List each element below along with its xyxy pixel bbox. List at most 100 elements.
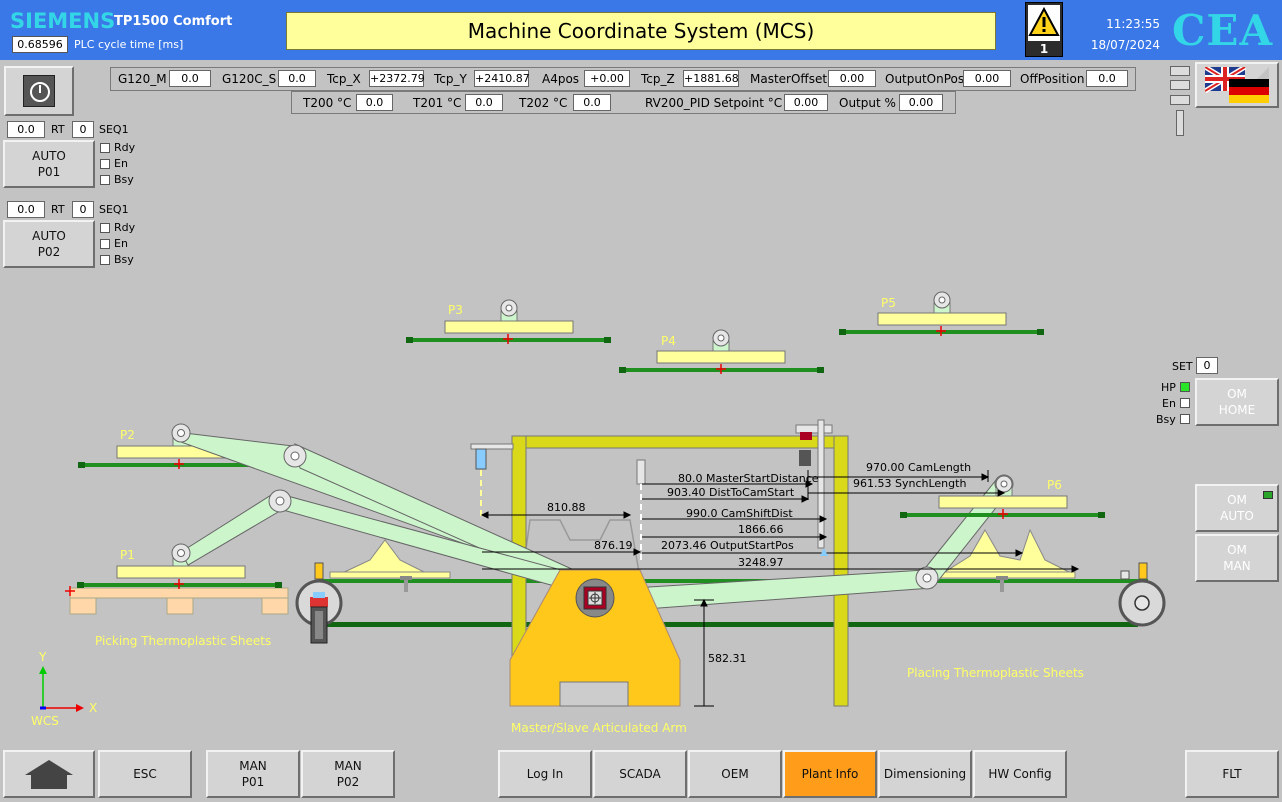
set-value: 0 xyxy=(1196,357,1218,374)
value-label: T201 °C xyxy=(413,96,462,110)
power-button[interactable] xyxy=(4,66,74,116)
hp-indicator xyxy=(1180,382,1190,392)
rt-value: 0 xyxy=(72,201,94,218)
dim-1866: 1866.66 xyxy=(738,523,784,536)
language-button[interactable] xyxy=(1195,62,1279,108)
t200-field: 0.0 xyxy=(356,94,393,111)
dim-cam-length: 970.00 CamLength xyxy=(866,461,972,474)
page-title: Machine Coordinate System (MCS) xyxy=(286,12,996,50)
scada-button[interactable]: SCADA xyxy=(593,750,687,798)
t201-field: 0.0 xyxy=(465,94,503,111)
value-label: Tcp_Z xyxy=(641,72,675,86)
button-label: OM xyxy=(1227,387,1247,401)
label-p6: P6 xyxy=(1047,478,1062,492)
seq-label: SEQ1 xyxy=(99,123,129,136)
button-label: AUTO xyxy=(32,229,66,243)
off-position-field: 0.0 xyxy=(1086,70,1128,87)
t202-field: 0.0 xyxy=(573,94,611,111)
dim-810: 810.88 xyxy=(547,501,586,514)
button-label: AUTO xyxy=(1220,509,1254,523)
oem-button[interactable]: OEM xyxy=(688,750,782,798)
value-label: T200 °C xyxy=(303,96,352,110)
value-label: G120C_S xyxy=(222,72,277,86)
g120m-field: 0.0 xyxy=(169,70,211,87)
dim-3248: 3248.97 xyxy=(738,556,784,569)
status-led xyxy=(1170,66,1190,76)
hp-label: HP xyxy=(1161,381,1176,394)
warning-icon xyxy=(1028,5,1060,41)
label-p1: P1 xyxy=(120,548,135,562)
flag-label: Bsy xyxy=(114,253,134,266)
hw-config-button[interactable]: HW Config xyxy=(973,750,1067,798)
label-p3: P3 xyxy=(448,303,463,317)
plant-info-button[interactable]: Plant Info xyxy=(783,750,877,798)
alarm-indicator[interactable]: 1 xyxy=(1025,2,1063,57)
label-wcs: WCS xyxy=(31,714,59,728)
flag-label: En xyxy=(114,157,128,170)
dimension-lines xyxy=(480,470,1080,707)
label-p4: P4 xyxy=(661,334,676,348)
rv200-setpoint-field: 0.00 xyxy=(784,94,828,111)
button-label: MAN xyxy=(334,759,362,773)
home-button[interactable] xyxy=(3,750,95,798)
flag-label: En xyxy=(114,237,128,250)
button-label: HOME xyxy=(1218,403,1256,417)
login-button[interactable]: Log In xyxy=(498,750,592,798)
brand-logo: SIEMENS xyxy=(10,9,116,33)
button-label: MAN xyxy=(1223,559,1251,573)
value-label: MasterOffset xyxy=(750,72,828,86)
auto-p02-button[interactable]: AUTO P02 xyxy=(3,220,95,268)
g120cs-field: 0.0 xyxy=(278,70,316,87)
man-p02-button[interactable]: MAN P02 xyxy=(301,750,395,798)
button-label: MAN xyxy=(239,759,267,773)
value-label: Output % xyxy=(839,96,896,110)
rdy-checkbox xyxy=(100,143,110,153)
label-arm: Master/Slave Articulated Arm xyxy=(511,721,687,735)
company-logo: CEA xyxy=(1172,6,1274,55)
man-p01-button[interactable]: MAN P01 xyxy=(206,750,300,798)
set-label: SET xyxy=(1172,360,1193,373)
panel-model: TP1500 Comfort xyxy=(114,14,233,29)
om-auto-led xyxy=(1263,491,1273,499)
heater-left xyxy=(329,539,451,592)
om-auto-button[interactable]: OM AUTO xyxy=(1195,484,1279,532)
arm-base xyxy=(509,569,681,707)
pallet-p1 xyxy=(65,555,289,615)
label-p5: P5 xyxy=(881,296,896,310)
label-placing: Placing Thermoplastic Sheets xyxy=(907,666,1084,680)
om-home-button[interactable]: OM HOME xyxy=(1195,378,1279,426)
om-man-button[interactable]: OM MAN xyxy=(1195,534,1279,582)
dim-height: 582.31 xyxy=(708,652,747,665)
output-pct-field: 0.00 xyxy=(899,94,943,111)
dim-cam-shift: 990.0 CamShiftDist xyxy=(686,507,793,520)
button-label: AUTO xyxy=(32,149,66,163)
en-checkbox xyxy=(100,159,110,169)
value-label: OutputOnPos xyxy=(885,72,965,86)
button-label: OM xyxy=(1227,493,1247,507)
value-label: T202 °C xyxy=(519,96,568,110)
label-p2: P2 xyxy=(120,428,135,442)
dim-master-start: 80.0 MasterStartDistance xyxy=(678,472,819,485)
button-label: P01 xyxy=(37,165,61,179)
station-value: 0.0 xyxy=(7,201,45,218)
label-picking: Picking Thermoplastic Sheets xyxy=(95,634,272,648)
seq-label: SEQ1 xyxy=(99,203,129,216)
master-offset-field: 0.00 xyxy=(828,70,876,87)
value-label: G120_M xyxy=(118,72,167,86)
wcs-axes xyxy=(39,666,84,712)
status-led xyxy=(1170,95,1190,105)
auto-p01-button[interactable]: AUTO P01 xyxy=(3,140,95,188)
tcp-x-field: +2372.79 xyxy=(369,70,425,87)
dimensioning-button[interactable]: Dimensioning xyxy=(878,750,972,798)
dim-876: 876.19 xyxy=(594,539,633,552)
label-axis-y: Y xyxy=(39,650,47,664)
en-indicator xyxy=(1180,398,1190,408)
status-led xyxy=(1170,80,1190,90)
bsy-indicator xyxy=(1180,414,1190,424)
value-label: Tcp_Y xyxy=(434,72,467,86)
esc-button[interactable]: ESC xyxy=(98,750,192,798)
flt-button[interactable]: FLT xyxy=(1185,750,1279,798)
dim-dist-to-cam: 903.40 DistToCamStart xyxy=(667,486,795,499)
rt-value: 0 xyxy=(72,121,94,138)
flag-label: Rdy xyxy=(114,221,136,234)
